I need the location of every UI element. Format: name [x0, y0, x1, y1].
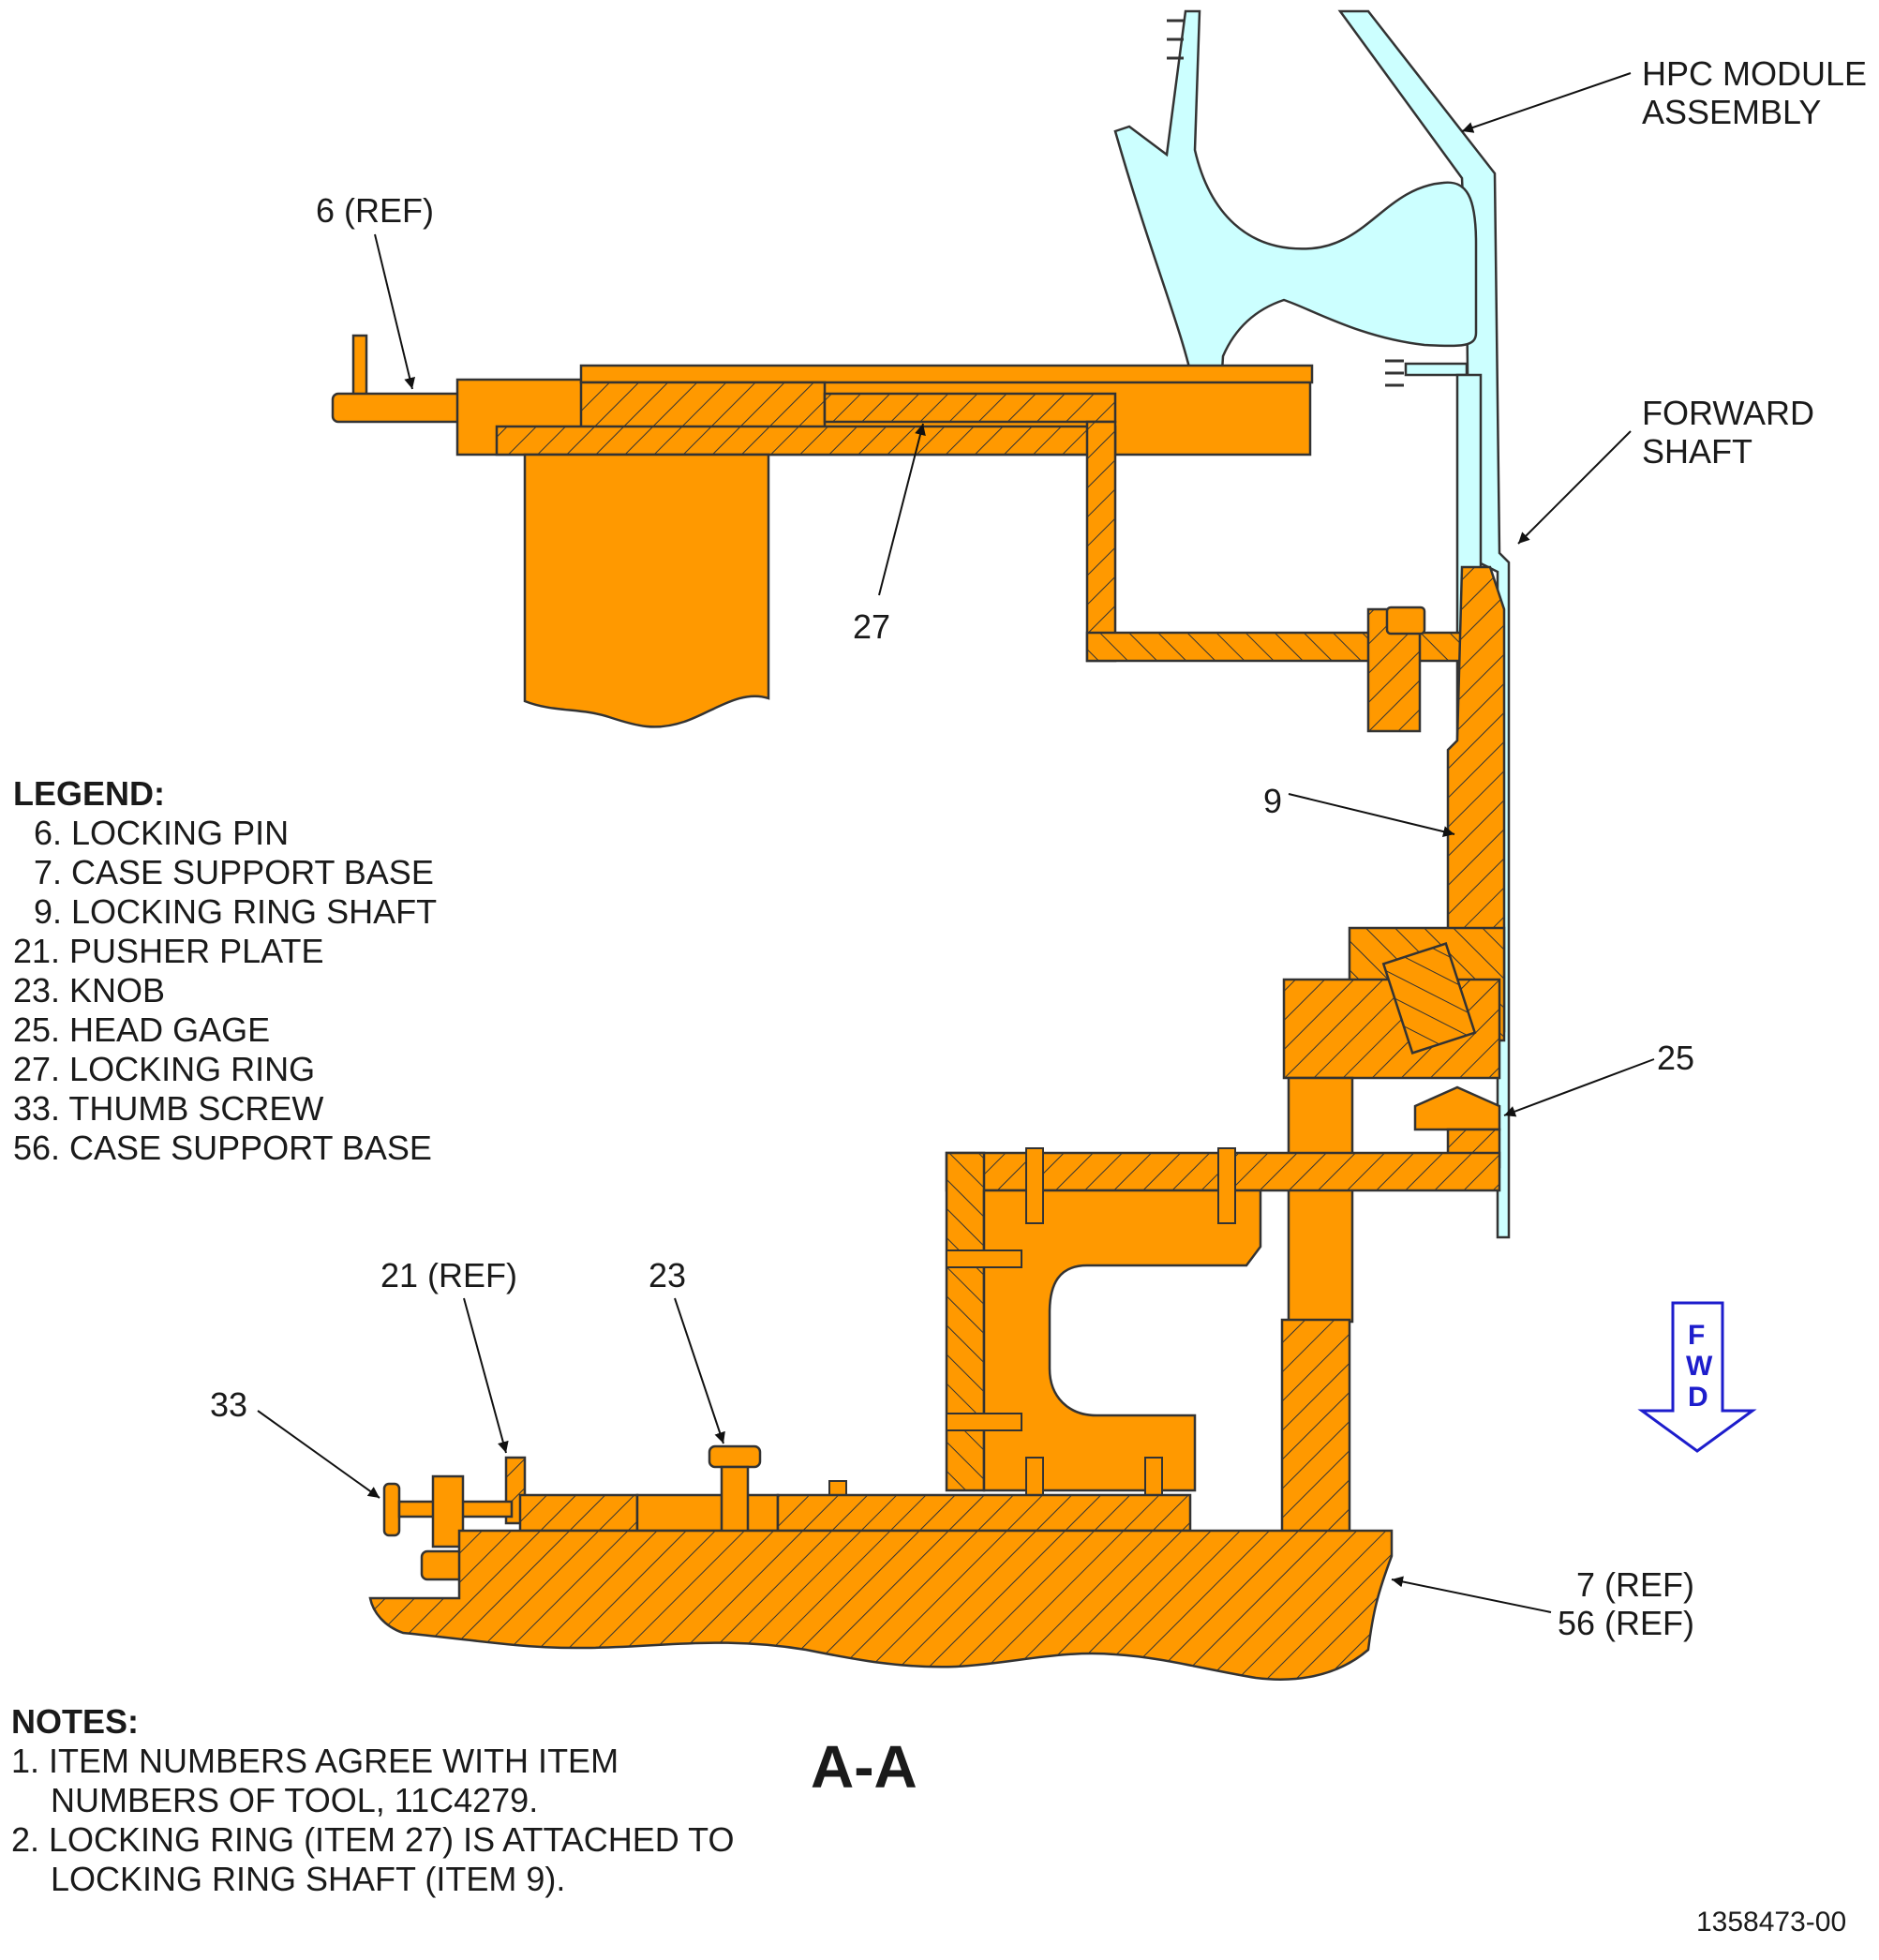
fwd-letter-d: D [1688, 1382, 1708, 1413]
legend-title: LEGEND: [13, 774, 165, 813]
callout-item-56: 56 (REF) [1558, 1604, 1695, 1642]
c-block [982, 1189, 1262, 1492]
support-column [523, 453, 770, 728]
drawing-number: 1358473-00 [1696, 1907, 1847, 1938]
fwd-letter-f: F [1688, 1320, 1706, 1351]
case-support-base [368, 1529, 1394, 1681]
callout-item-7: 7 (REF) [1576, 1565, 1694, 1604]
callout-hpc-module-line1: HPC MODULE [1642, 54, 1868, 93]
notes: NOTES: 1. ITEM NUMBERS AGREE WITH ITEM N… [11, 1702, 791, 1899]
thumb-screw [382, 1474, 514, 1581]
callout-item-33: 33 [210, 1385, 248, 1424]
callout-item-27: 27 [853, 607, 891, 646]
locking-ring [455, 364, 1314, 456]
callout-item-9: 9 [1263, 782, 1283, 820]
notes-list: 1. ITEM NUMBERS AGREE WITH ITEM NUMBERS … [11, 1742, 791, 1899]
callout-item-25: 25 [1657, 1039, 1695, 1077]
legend-item: 7. CASE SUPPORT BASE [34, 853, 434, 891]
callout-forward-shaft-line1: FORWARD [1642, 394, 1814, 432]
bracket-arm [1085, 420, 1464, 733]
legend-item: 33. THUMB SCREW [13, 1089, 324, 1128]
legend: LEGEND: 6. LOCKING PIN 7. CASE SUPPORT B… [13, 774, 437, 1168]
note-item: 1. ITEM NUMBERS AGREE WITH ITEM NUMBERS … [11, 1742, 619, 1819]
legend-item: 23. KNOB [13, 971, 166, 1010]
fwd-letter-w: W [1686, 1351, 1713, 1382]
fwd-arrow-icon [1637, 1301, 1757, 1453]
legend-item: 9. LOCKING RING SHAFT [34, 892, 438, 931]
legend-item: 56. CASE SUPPORT BASE [13, 1129, 432, 1167]
callout-forward-shaft-line2: SHAFT [1642, 432, 1753, 471]
legend-list: 6. LOCKING PIN 7. CASE SUPPORT BASE 9. L… [13, 814, 437, 1168]
legend-item: 6. LOCKING PIN [34, 814, 290, 852]
legend-item: 25. HEAD GAGE [13, 1010, 271, 1049]
callout-item-21: 21 (REF) [380, 1256, 518, 1294]
legend-item: 21. PUSHER PLATE [13, 932, 324, 970]
leader-lines [257, 72, 1655, 1613]
seal-teeth [1167, 19, 1404, 387]
vertical-column [1280, 1076, 1354, 1537]
note-item: 2. LOCKING RING (ITEM 27) IS ATTACHED TO… [11, 1820, 735, 1898]
callout-item-23: 23 [649, 1256, 687, 1294]
knob [708, 1444, 762, 1544]
bearing-housing [1282, 926, 1506, 1080]
section-label: A-A [811, 1733, 917, 1801]
legend-item: 27. LOCKING RING [13, 1050, 316, 1088]
notes-title: NOTES: [11, 1702, 140, 1741]
callout-hpc-module-line2: ASSEMBLY [1642, 93, 1822, 131]
callout-item-6: 6 (REF) [316, 191, 434, 230]
